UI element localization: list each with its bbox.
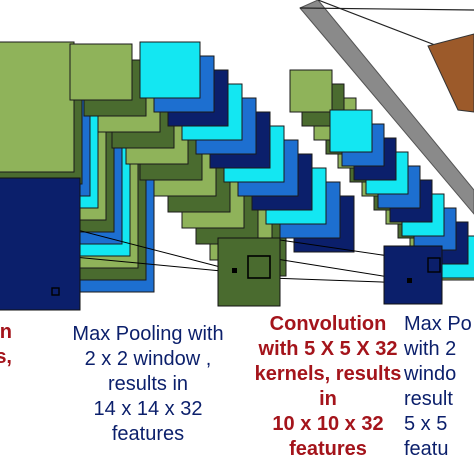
conv2-line-1: Convolution: [269, 313, 387, 335]
max-pooling-1-caption: Max Pooling with 2 x 2 window , results …: [58, 322, 238, 447]
conv2-line-4: in: [319, 388, 337, 410]
convolution-2-caption: Convolution with 5 X 5 X 32 kernels, res…: [244, 312, 412, 462]
pool1-line-1: Max Pooling with: [72, 323, 224, 345]
left-caption-line-2: s,: [0, 346, 12, 368]
input-front-feature-map: [0, 177, 81, 311]
pool2-line-3: windo: [404, 363, 457, 385]
pool2-line-6: featu: [404, 438, 449, 460]
conv2-kernel-window: [427, 257, 441, 273]
pool2-line-4: result: [404, 388, 453, 410]
conv2-line-5: 10 x 10 x 32: [272, 413, 384, 435]
pool1-line-4: 14 x 14 x 32: [93, 398, 203, 420]
conv1-feature-map-1: [0, 41, 75, 173]
fully-connected-strip: [299, 0, 474, 215]
conv2-feature-map-1: [289, 69, 333, 113]
pool2-line-5: 5 x 5: [404, 413, 448, 435]
left-caption-fragment: n s,: [0, 320, 12, 370]
fc-connector-top: [299, 7, 474, 11]
max-pooling-2-caption: Max Po with 2 windo result 5 x 5 featu: [404, 312, 474, 462]
pool2-line-2: with 2: [404, 338, 457, 360]
conv2b-feature-map-1: [329, 109, 373, 153]
conv2-line-6: features: [289, 438, 367, 460]
pool1b-feature-map-1: [139, 41, 201, 99]
pool1-line-3: results in: [107, 373, 189, 395]
pool2-line-1: Max Po: [404, 313, 472, 335]
left-caption-line-1: n: [0, 321, 12, 343]
pool1-line-5: features: [111, 423, 185, 445]
conv2-front-feature-map: [383, 245, 443, 305]
conv2-line-3: kernels, results: [254, 363, 402, 385]
pool1-feature-map-1: [69, 43, 133, 101]
pool1-target-pixel: [232, 268, 237, 273]
conv2-line-2: with 5 X 5 X 32: [258, 338, 398, 360]
conv2-target-pixel: [407, 278, 412, 283]
output-layer-block: [427, 33, 474, 113]
input-kernel-window: [51, 287, 60, 296]
pool1-kernel-window: [247, 255, 271, 279]
pool1-line-2: 2 x 2 window ,: [84, 348, 212, 370]
